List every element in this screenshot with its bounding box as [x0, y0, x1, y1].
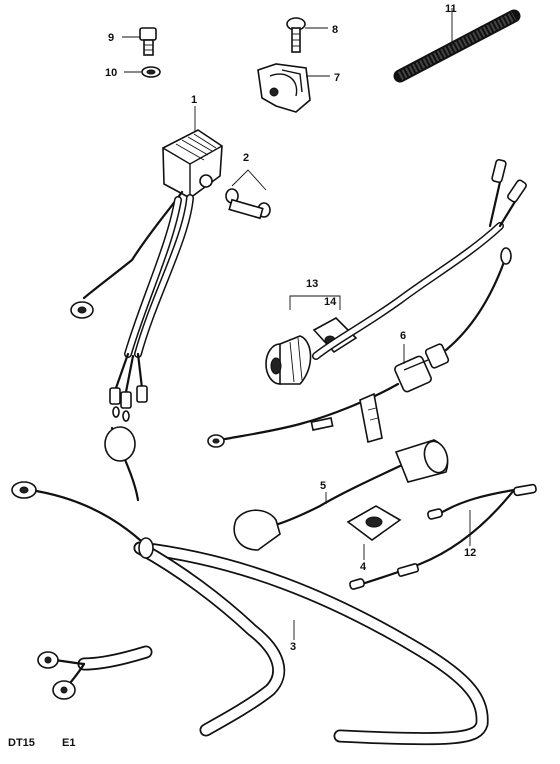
washer-part-10 [141, 66, 161, 78]
footer-code: E1 [62, 737, 75, 749]
callout-10: 10 [105, 67, 117, 79]
callout-14: 14 [324, 296, 337, 308]
protector-tube-part-11 [393, 9, 521, 83]
rectifier-part-1 [70, 129, 223, 422]
callout-3: 3 [290, 641, 296, 653]
callout-11: 11 [445, 3, 457, 15]
lead-wire-part-12 [349, 483, 537, 590]
callout-9: 9 [108, 32, 114, 44]
cap-part-5 [233, 439, 449, 551]
callout-6: 6 [400, 330, 406, 342]
screw-part-8 [286, 17, 306, 53]
callout-13: 13 [306, 278, 318, 290]
callout-8: 8 [332, 24, 338, 36]
callout-7: 7 [334, 72, 340, 84]
callout-5: 5 [320, 480, 326, 492]
callout-12: 12 [464, 547, 476, 559]
leader-2 [231, 169, 267, 191]
callout-2: 2 [243, 152, 249, 164]
knob-part-13 [265, 158, 527, 385]
callout-1: 1 [191, 94, 197, 106]
clamp-part-7 [257, 63, 311, 113]
clip-part-4 [346, 505, 402, 541]
callout-4: 4 [360, 561, 367, 573]
switch-part-6 [207, 247, 512, 448]
bolt-part-9 [139, 27, 157, 56]
leader-13 [289, 295, 341, 310]
wire-harness-part-3 [11, 426, 489, 746]
screw-part-2 [225, 188, 271, 220]
footer-model: DT15 [8, 737, 35, 749]
